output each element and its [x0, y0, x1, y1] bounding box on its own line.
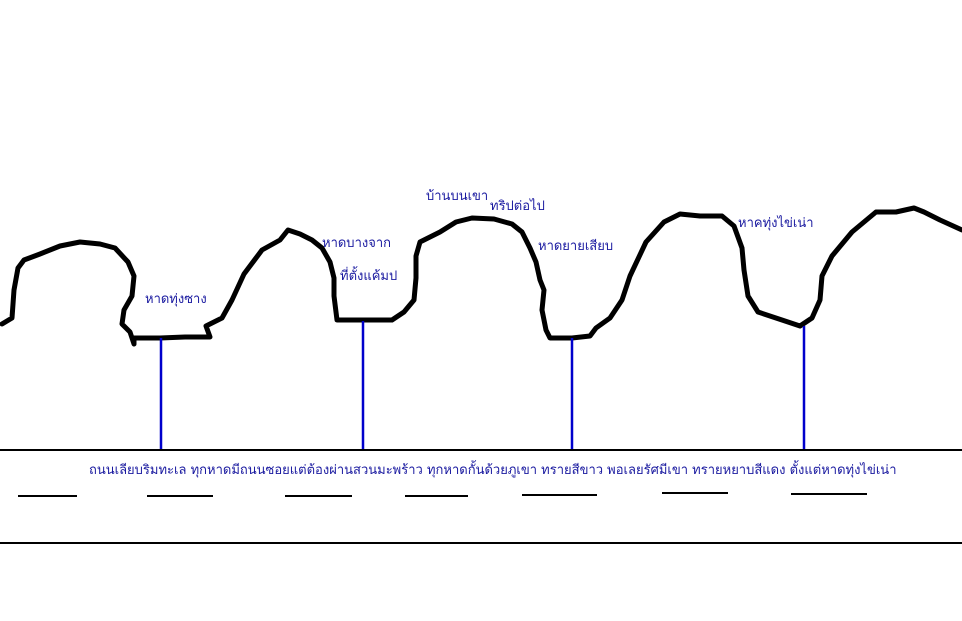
label-hat-bang-chak: หาดบางจาก [322, 236, 391, 251]
label-camp-site: ที่ตั้งแค้มป [340, 269, 398, 284]
coastline [0, 205, 962, 347]
label-ban-bon-khao: บ้านบนเขา [426, 189, 489, 204]
label-hat-yai-sia: หาดยายเสียบ [538, 239, 614, 254]
label-hat-thung-khai-nao: หาคทุ่งไข่เน่า [738, 216, 814, 231]
label-next-trip: ทริปต่อไป [490, 199, 545, 214]
road-caption: ถนนเลียบริมทะเล ทุกหาดมีถนนซอยแต่ต้องผ่า… [89, 463, 897, 478]
label-hat-thung-sang: หาดทุ่งซาง [145, 292, 207, 307]
road-center-dashes [18, 492, 867, 497]
